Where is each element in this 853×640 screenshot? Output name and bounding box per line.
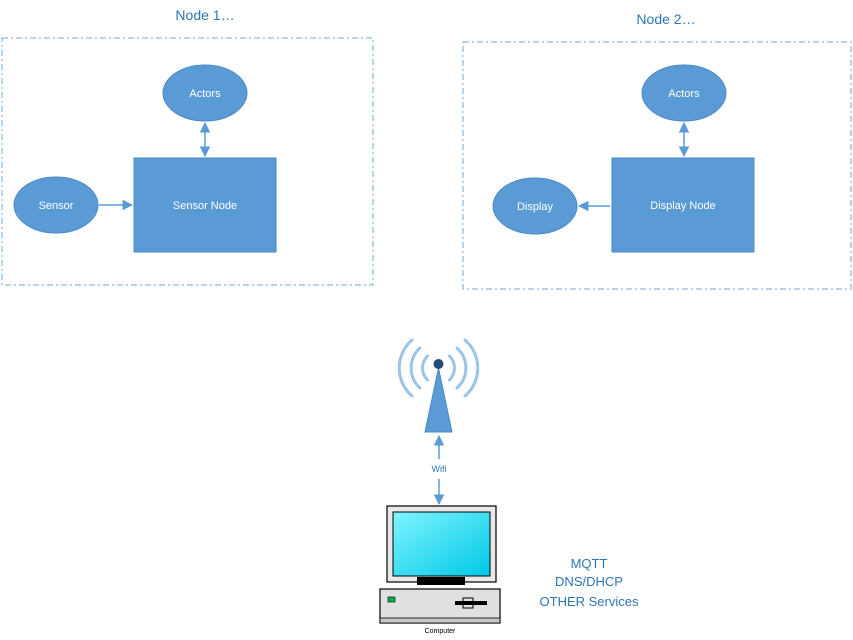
node2-boundary xyxy=(462,41,852,290)
service-other: OTHER Services xyxy=(540,594,639,609)
node2-group: Node 2… Actors Display Node Display xyxy=(462,11,852,290)
wifi-label: Wifi xyxy=(432,464,447,474)
sensor-node-label: Sensor Node xyxy=(173,200,237,212)
display-node-label: Display Node xyxy=(650,200,715,212)
service-mqtt: MQTT xyxy=(571,556,608,571)
computer-label: Computer xyxy=(425,628,456,635)
sensor-label: Sensor xyxy=(39,200,74,212)
node1-actors-ellipse xyxy=(162,64,248,122)
node2-actors-ellipse xyxy=(641,64,727,122)
node2-title: Node 2… xyxy=(636,11,695,27)
node1-actors-label: Actors xyxy=(189,88,221,100)
wifi-antenna-icon xyxy=(397,338,480,433)
sensor-node-box xyxy=(133,157,277,253)
computer-icon xyxy=(379,505,501,624)
display-ellipse xyxy=(492,177,578,235)
display-node-box xyxy=(611,157,755,253)
display-label: Display xyxy=(517,201,554,213)
node2-actors-label: Actors xyxy=(668,88,700,100)
node1-title: Node 1… xyxy=(175,7,234,23)
node1-boundary xyxy=(1,37,374,286)
service-dns-dhcp: DNS/DHCP xyxy=(555,574,623,589)
sensor-ellipse xyxy=(13,176,99,234)
services-list: MQTT DNS/DHCP OTHER Services xyxy=(540,556,639,609)
node1-group: Node 1… Actors Sensor Node Sensor xyxy=(1,7,374,286)
